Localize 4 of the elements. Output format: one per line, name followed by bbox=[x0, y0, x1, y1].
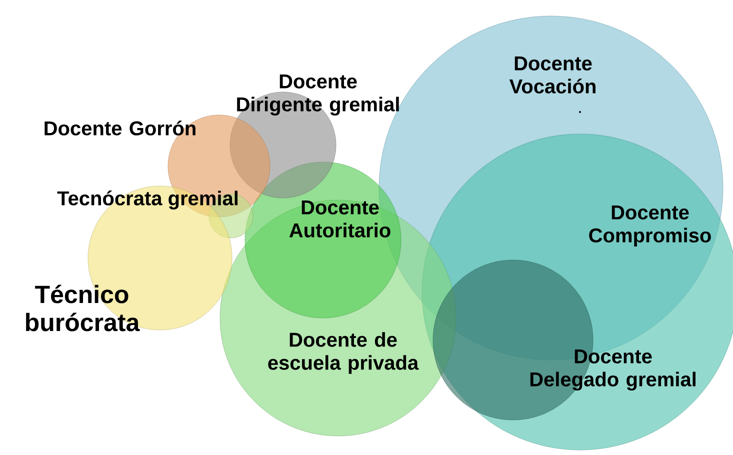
dot-label: . bbox=[579, 111, 581, 113]
node-label: Docente bbox=[280, 74, 357, 88]
bubble: Docente Autoritario bbox=[244, 162, 402, 318]
node-label: Docente Gorrón bbox=[44, 120, 196, 136]
